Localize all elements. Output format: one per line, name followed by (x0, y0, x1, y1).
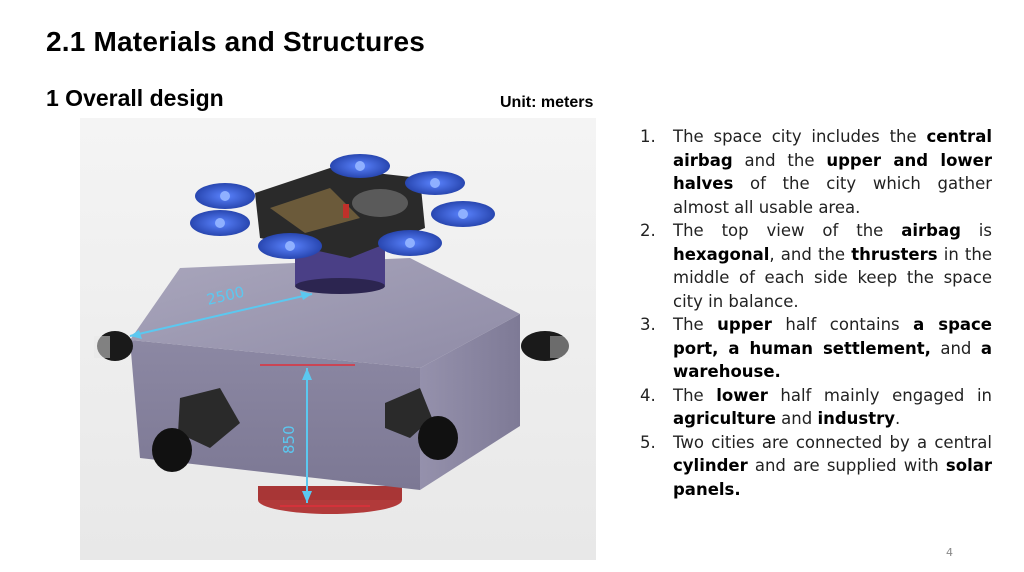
space-city-illustration: 2500 850 (94, 154, 570, 514)
height-dimension (302, 368, 312, 503)
emphasis-text: lower (716, 385, 768, 405)
solar-panels (190, 154, 495, 259)
section-heading: 1 Overall design (46, 85, 224, 111)
list-item-text: The lower half mainly engaged in agricul… (673, 384, 992, 431)
body-text: and the (732, 150, 827, 170)
list-item: 3. The upper half contains a space port,… (640, 313, 992, 384)
page-number: 4 (946, 546, 953, 559)
list-item-text: The space city includes the central airb… (673, 125, 992, 219)
emphasis-text: hexagonal (673, 244, 770, 264)
emphasis-text: industry (817, 409, 895, 428)
list-item-text: The top view of the airbag is hexagonal,… (673, 219, 992, 313)
list-item: 5. Two cities are connected by a central … (640, 431, 992, 502)
emphasis-text: upper (717, 315, 772, 334)
body-text: in the middle of each side keep the spac… (673, 244, 992, 311)
body-text: is (960, 221, 992, 240)
thruster-left (94, 331, 133, 361)
body-text: and (930, 338, 981, 358)
body-text: half mainly engaged in (767, 385, 992, 405)
unit-label: Unit: meters (500, 94, 594, 111)
space-city-render: 2500 850 (80, 118, 596, 560)
body-text: and are supplied with (747, 456, 946, 475)
body-text: The (673, 385, 717, 405)
emphasis-text: thrusters (851, 244, 938, 264)
emphasis-text: cylinder (673, 456, 748, 475)
height-dimension-label: 850 (280, 425, 298, 454)
design-points-list: 1. The space city includes the central ai… (640, 125, 992, 501)
list-item-number: 4. (640, 385, 656, 405)
emphasis-text: airbag (901, 221, 961, 240)
list-item-number: 2. (640, 221, 656, 240)
body-text: and (775, 409, 818, 428)
body-text: The space city includes the (673, 127, 927, 146)
emphasis-text: solar panels. (673, 456, 992, 499)
list-item: 4. The lower half mainly engaged in agric… (640, 384, 992, 431)
list-item-text: Two cities are connected by a central cy… (673, 431, 992, 502)
body-text: half contains (771, 315, 914, 334)
list-item-number: 3. (640, 315, 656, 334)
hull-front-face (130, 340, 420, 490)
body-text: , and the (769, 244, 852, 264)
body-text: The top view of the (673, 221, 902, 240)
emphasis-text: upper and lower halves (673, 150, 992, 194)
list-item: 2. The top view of the airbag is hexagon… (640, 219, 992, 313)
emphasis-text: agriculture (673, 409, 776, 428)
body-text: Two cities are connected by a central (673, 432, 992, 452)
emphasis-text: a space port, a human settlement, (673, 315, 992, 358)
list-item: 1. The space city includes the central ai… (640, 125, 992, 219)
body-text: . (895, 409, 901, 428)
body-text: of the city which gather almost all usab… (673, 174, 992, 217)
emphasis-text: central airbag (673, 127, 992, 170)
list-item-number: 1. (640, 127, 656, 146)
list-item-number: 5. (640, 432, 656, 452)
slide-title: 2.1 Materials and Structures (46, 26, 426, 57)
thruster-front-right (385, 388, 458, 460)
emphasis-text: a warehouse. (673, 338, 992, 382)
body-text: The (673, 315, 718, 334)
hull-top-face (130, 258, 520, 368)
width-dimension (129, 291, 313, 339)
thruster-right (521, 331, 570, 361)
thruster-front-left (152, 388, 240, 472)
list-item-text: The upper half contains a space port, a … (673, 313, 992, 384)
